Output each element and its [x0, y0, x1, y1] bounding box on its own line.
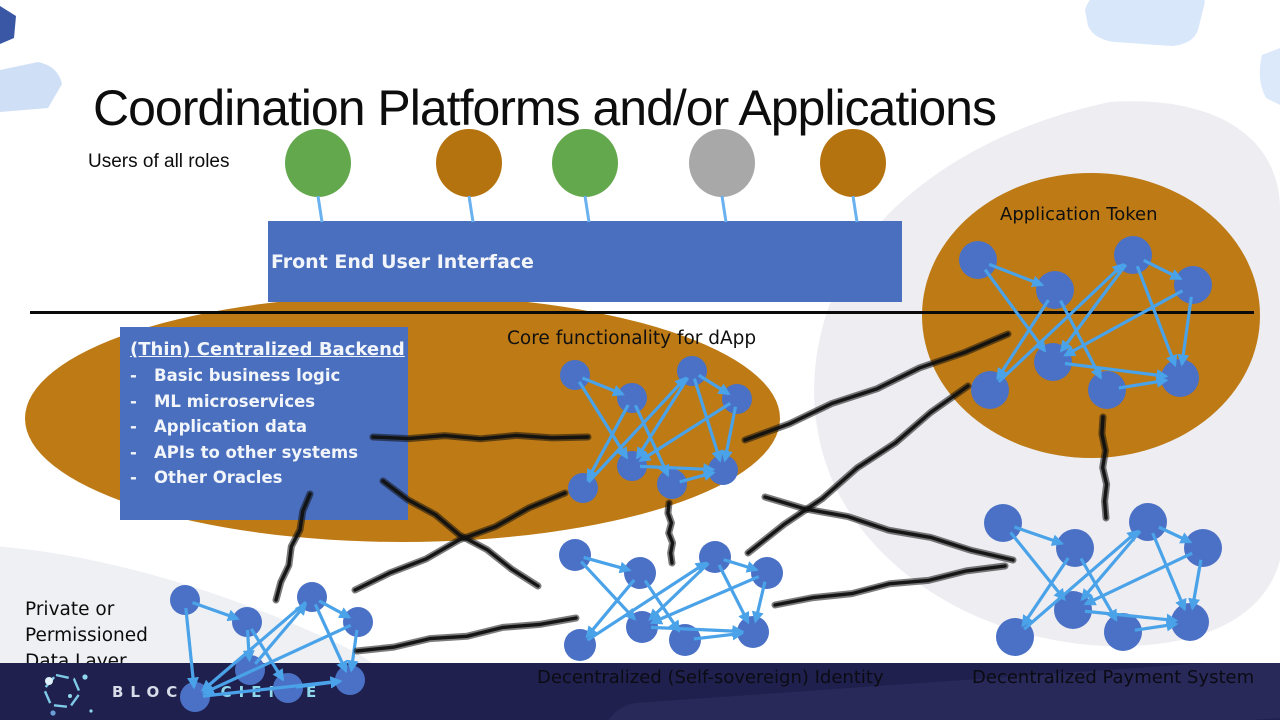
network-node: [737, 616, 769, 648]
network-node: [297, 582, 327, 612]
user-circle: [820, 129, 886, 197]
network-edge: [723, 558, 759, 573]
network-node: [559, 539, 591, 571]
network-edge: [693, 628, 745, 641]
network-edge: [1021, 557, 1070, 628]
network-edge: [579, 560, 637, 621]
backend-item: -Application data: [130, 417, 307, 436]
network-node: [232, 607, 262, 637]
payment-label: Decentralized Payment System: [972, 667, 1255, 688]
frontend-box: Front End User Interface: [268, 221, 902, 302]
network-identity: [559, 539, 783, 661]
network-node: [669, 624, 701, 656]
identity-label: Decentralized (Self-sovereign) Identity: [537, 667, 884, 688]
network-node: [1171, 603, 1209, 641]
blockscience-logo: BLOCKSCIENCE: [36, 667, 323, 717]
sketch-arrow: [773, 564, 1007, 607]
network-edge: [585, 578, 636, 639]
network-edge: [1013, 525, 1065, 546]
user-connector-line: [851, 195, 859, 223]
network-node: [1056, 529, 1094, 567]
network-edge: [648, 562, 710, 622]
sketch-arrow: [353, 614, 580, 655]
sketch-arrow: [771, 562, 1009, 609]
network-edge: [1158, 525, 1193, 544]
network-node: [1104, 613, 1142, 651]
network-edge: [650, 625, 745, 638]
user-connector-line: [316, 195, 324, 223]
sketch-arrow: [664, 499, 677, 567]
backend-title: (Thin) Centralized Backend: [130, 339, 405, 360]
backend-item: -Basic business logic: [130, 366, 341, 385]
network-node: [170, 585, 200, 615]
network-edge: [1134, 619, 1179, 632]
deco-hexagon-top-right: [1085, 0, 1205, 46]
network-edge: [318, 599, 352, 619]
network-node: [343, 607, 373, 637]
network-edge: [649, 575, 760, 625]
network-node: [996, 618, 1034, 656]
deco-sliver-top-left-corner: [0, 6, 16, 44]
network-edge: [583, 555, 632, 574]
network-node: [699, 541, 731, 573]
backend-item: -APIs to other systems: [130, 442, 359, 462]
sketch-arrow: [761, 493, 1017, 564]
network-edge: [192, 601, 240, 622]
network-node: [1129, 503, 1167, 541]
frontend-label: Front End User Interface: [271, 250, 534, 273]
network-edge: [586, 561, 708, 642]
user-connector-line: [467, 195, 475, 223]
network-node: [984, 504, 1022, 542]
sketch-arrow: [744, 382, 972, 557]
network-edge: [1151, 532, 1187, 612]
user-circle: [689, 129, 755, 197]
slide-title: Coordination Platforms and/or Applicatio…: [93, 80, 997, 136]
network-edge: [253, 602, 308, 665]
blockscience-hexagon-icon: [42, 673, 93, 716]
divider-line: [30, 311, 1254, 314]
deco-shape-top-left: [0, 62, 62, 112]
network-edge: [643, 579, 681, 633]
user-connector-line: [583, 195, 591, 223]
user-circle: [552, 129, 618, 197]
network-edge: [717, 564, 750, 625]
blockscience-wordmark: BLOCKSCIENCE: [112, 683, 324, 701]
network-edge: [1083, 551, 1193, 606]
network-node: [626, 611, 658, 643]
network-node: [624, 557, 656, 589]
user-circle: [436, 129, 502, 197]
deco-shape-right-edge: [1259, 48, 1280, 105]
sketch-arrow: [763, 495, 1015, 562]
network-edge: [242, 629, 255, 663]
network-edge: [751, 581, 767, 624]
user-connector-line: [720, 195, 728, 223]
network-node: [1054, 591, 1092, 629]
network-node: [751, 557, 783, 589]
user-connectors: [316, 195, 859, 223]
backend-item: -Other Oracles: [130, 468, 283, 487]
network-edge: [1023, 529, 1140, 631]
sketch-arrow: [746, 384, 970, 555]
application-token-label: Application Token: [1000, 204, 1158, 225]
sketch-arrow: [666, 501, 675, 565]
core-functionality-label: Core functionality for dApp: [507, 328, 757, 349]
network-edge: [1009, 531, 1066, 601]
network-edge: [313, 603, 348, 674]
network-edge: [1080, 530, 1142, 602]
users-label: Users of all roles: [88, 151, 230, 172]
sketch-arrow: [355, 616, 578, 653]
user-circle: [285, 129, 351, 197]
backend-box: (Thin) Centralized Backend -Basic busine…: [120, 327, 408, 520]
network-node: [564, 629, 596, 661]
network-edge: [1084, 609, 1179, 626]
network-node: [1184, 529, 1222, 567]
backend-item: -ML microservices: [130, 391, 316, 411]
network-edge: [1188, 559, 1203, 611]
network-payment: [984, 503, 1222, 656]
network-edge: [1079, 557, 1118, 622]
